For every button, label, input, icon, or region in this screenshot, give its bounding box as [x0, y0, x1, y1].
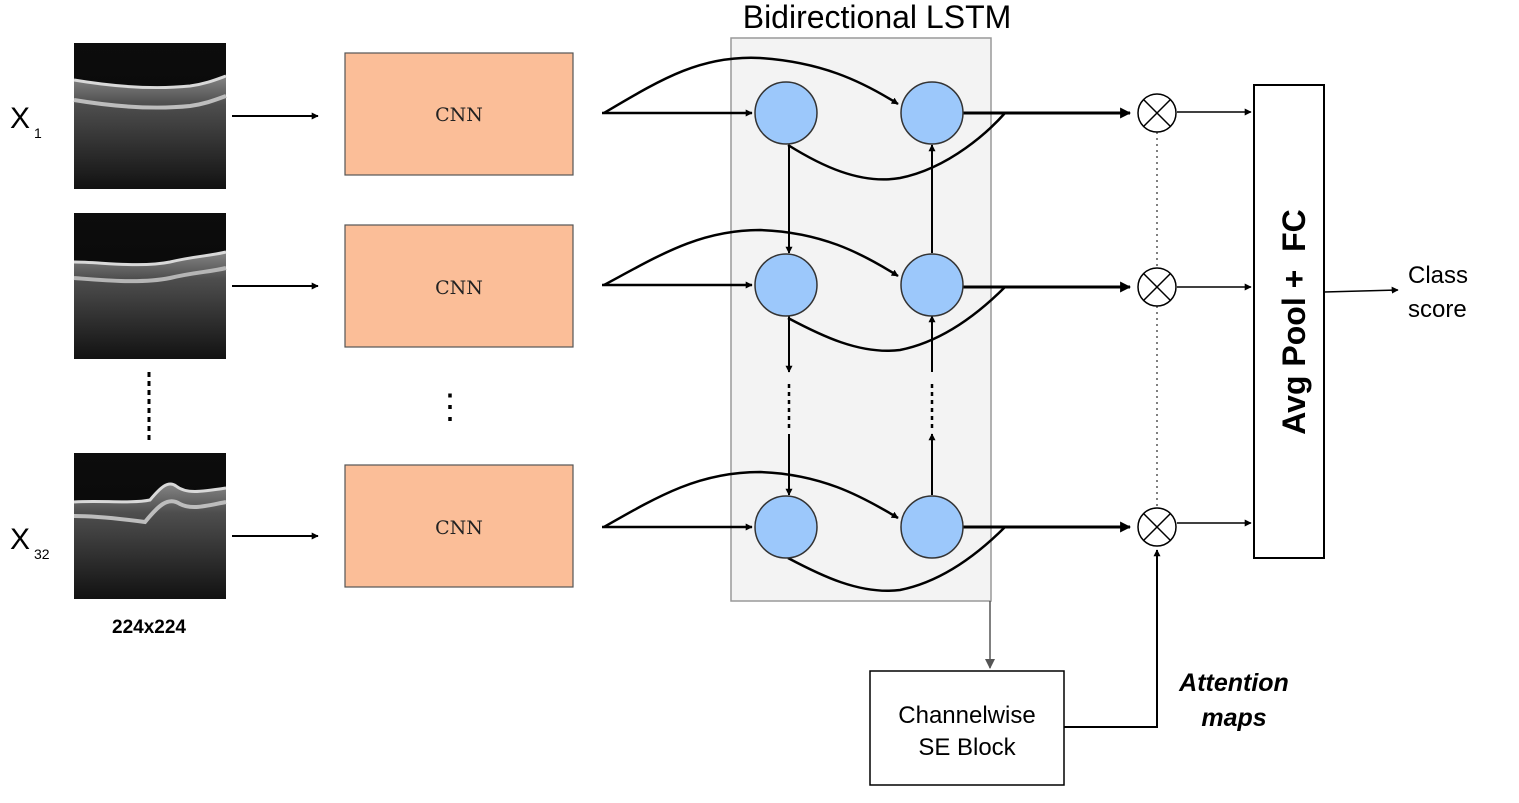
cnn-block-label: CNN — [435, 277, 483, 299]
multiply-node-2 — [1137, 267, 1177, 307]
lstm-backward-node-1 — [900, 81, 964, 145]
svg-text:X: X — [10, 523, 30, 556]
diagram-title: Bidirectional LSTM — [743, 0, 1012, 35]
arrow-to-class-score — [1323, 286, 1399, 294]
lstm-nodes — [754, 81, 964, 559]
svg-text:Attention: Attention — [1178, 669, 1289, 697]
class-score-label: Class score — [1408, 262, 1468, 323]
avg-pool-fc-block: Avg Pool + FC — [1253, 84, 1325, 559]
svg-text:Class: Class — [1408, 262, 1468, 289]
lstm-connections — [602, 56, 1132, 592]
cnn-block-2: CNN — [344, 224, 574, 348]
svg-text:maps: maps — [1201, 704, 1266, 732]
attention-maps-label: Attention maps — [1178, 669, 1289, 732]
cnn-block-label: CNN — [435, 104, 483, 126]
svg-text:score: score — [1408, 296, 1467, 323]
svg-text:X: X — [10, 102, 30, 135]
lstm-backward-node-32 — [900, 495, 964, 559]
cnn-block-32: CNN — [344, 464, 574, 588]
input-label-x1: X 1 — [10, 102, 42, 141]
oct-slice-2 — [73, 213, 227, 359]
svg-text:1: 1 — [34, 125, 42, 141]
oct-slice-32 — [73, 453, 227, 599]
svg-text:32: 32 — [34, 546, 50, 562]
multiply-node-1 — [1137, 93, 1177, 133]
multiply-node-32 — [1137, 507, 1177, 547]
cnn-ellipsis: ⋮ — [433, 388, 467, 426]
lstm-backward-node-2 — [900, 253, 964, 317]
oct-slice-1 — [73, 43, 227, 189]
arrow-attention-to-multiply — [1064, 549, 1161, 728]
lstm-forward-node-2 — [754, 253, 818, 317]
svg-text:SE Block: SE Block — [918, 734, 1016, 761]
input-label-x32: X 32 — [10, 523, 50, 562]
svg-text:Channelwise: Channelwise — [898, 702, 1035, 729]
cnn-block-1: CNN — [344, 52, 574, 176]
input-size-label: 224x224 — [112, 617, 186, 638]
avg-pool-fc-label: Avg Pool + FC — [1276, 209, 1312, 435]
se-block: Channelwise SE Block — [869, 670, 1065, 786]
cnn-block-label: CNN — [435, 517, 483, 539]
lstm-forward-node-32 — [754, 495, 818, 559]
lstm-forward-node-1 — [754, 81, 818, 145]
